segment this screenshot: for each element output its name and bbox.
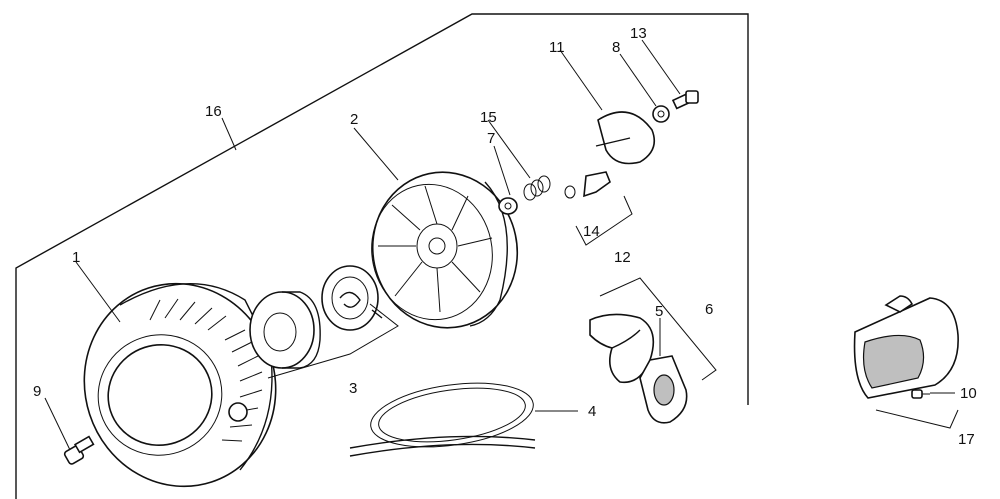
rope-pulley-part bbox=[371, 171, 519, 329]
callout-13: 13 bbox=[630, 25, 647, 42]
callout-11: 11 bbox=[549, 39, 565, 56]
ratchet-14-part bbox=[564, 171, 611, 199]
handle-part bbox=[589, 313, 655, 384]
recoil-housing-part bbox=[83, 282, 277, 488]
callout-2: 2 bbox=[350, 111, 358, 128]
spring-case-part bbox=[249, 265, 383, 369]
assembly-outline bbox=[15, 13, 749, 499]
callout-15: 15 bbox=[480, 109, 497, 126]
callout-6: 6 bbox=[705, 301, 713, 318]
starter-cover-17-part bbox=[853, 295, 959, 399]
callout-10: 10 bbox=[960, 385, 977, 402]
callout-5: 5 bbox=[655, 303, 663, 320]
callout-7: 7 bbox=[487, 130, 495, 147]
callout-16: 16 bbox=[205, 103, 222, 120]
handle-insert-5-part bbox=[639, 355, 688, 424]
callout-12: 12 bbox=[614, 249, 631, 266]
leader-lines bbox=[44, 39, 959, 451]
callout-14: 14 bbox=[583, 223, 600, 240]
callout-4: 4 bbox=[588, 403, 596, 420]
starter-rope-part bbox=[349, 382, 536, 457]
ratchet-guide-11-part bbox=[595, 111, 656, 165]
washer-8-part bbox=[652, 105, 670, 123]
callout-3: 3 bbox=[349, 380, 357, 397]
callout-9: 9 bbox=[33, 383, 41, 400]
callout-labels: 1 2 3 4 5 6 7 8 9 10 11 12 13 14 15 16 1… bbox=[33, 25, 977, 448]
bolt-9-part bbox=[63, 435, 95, 465]
washer-7-part bbox=[498, 197, 518, 215]
bolt-10-part bbox=[911, 389, 930, 399]
callout-1: 1 bbox=[72, 249, 80, 266]
callout-8: 8 bbox=[612, 39, 620, 56]
callout-17: 17 bbox=[958, 431, 975, 448]
screw-13-part bbox=[671, 90, 699, 110]
spring-15-part bbox=[523, 175, 551, 201]
